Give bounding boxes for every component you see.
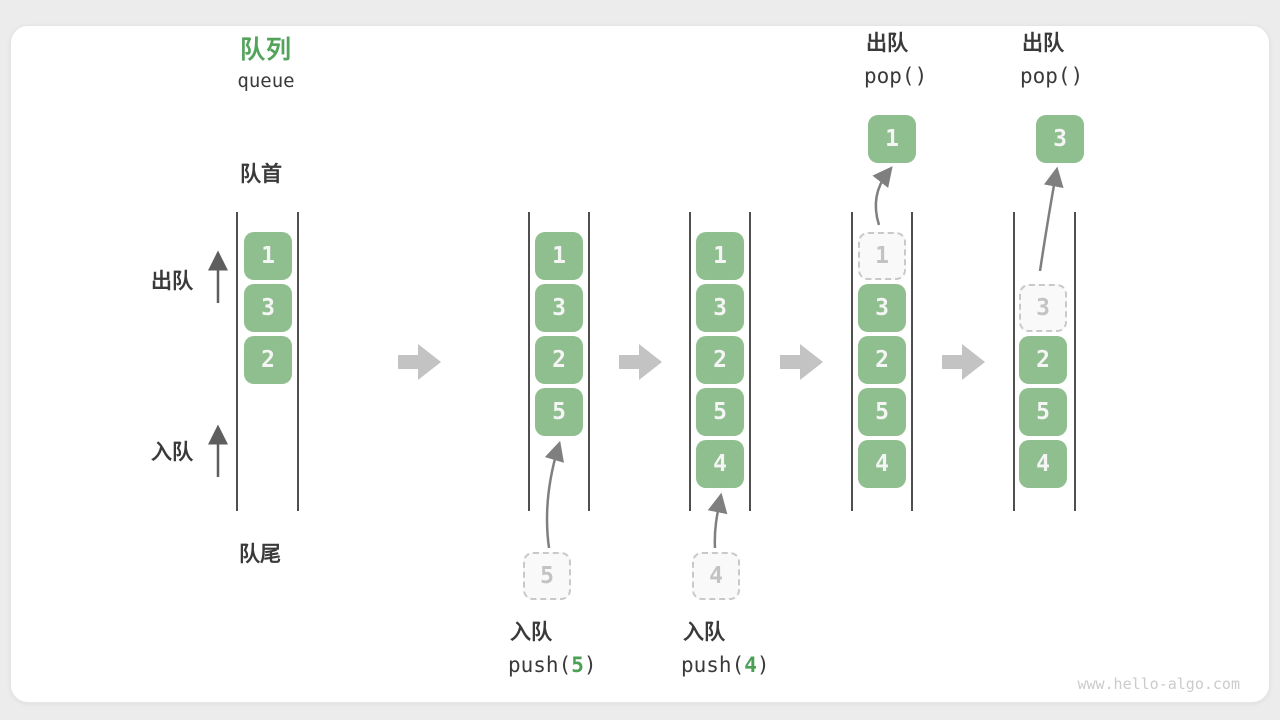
queue-cell: 3 xyxy=(858,284,906,332)
queue-cell: 4 xyxy=(1019,440,1067,488)
queue-cell: 5 xyxy=(1019,388,1067,436)
queue-cell: 2 xyxy=(1019,336,1067,384)
dequeue-op-code: pop() xyxy=(1020,64,1084,88)
queue-cell: 2 xyxy=(244,336,292,384)
queue-cell: 1 xyxy=(696,232,744,280)
popped-ghost-cell: 3 xyxy=(1019,284,1067,332)
queue-wall xyxy=(749,212,751,511)
code-text: ) xyxy=(583,653,597,677)
enqueue-op-label: 入队 xyxy=(510,621,552,644)
queue-wall xyxy=(1074,212,1076,511)
queue-front-label: 队首 xyxy=(240,163,282,186)
queue-cell: 2 xyxy=(696,336,744,384)
dequeue-op-label: 出队 xyxy=(866,32,908,55)
dequeue-op-label: 出队 xyxy=(1022,32,1064,55)
popped-value-cell: 3 xyxy=(1036,115,1084,163)
queue-cell: 3 xyxy=(535,284,583,332)
queue-cell: 4 xyxy=(858,440,906,488)
enqueue-op-code: push(4) xyxy=(681,653,770,677)
queue-cell: 2 xyxy=(858,336,906,384)
dequeue-op-code: pop() xyxy=(864,64,928,88)
queue-cell: 3 xyxy=(696,284,744,332)
figure-title-en: queue xyxy=(237,70,295,92)
enqueue-op-label: 入队 xyxy=(683,621,725,644)
queue-cell: 2 xyxy=(535,336,583,384)
enqueue-op-code: push(5) xyxy=(508,653,597,677)
queue-wall xyxy=(528,212,530,511)
queue-wall xyxy=(1013,212,1015,511)
code-text: ) xyxy=(756,653,770,677)
enqueue-ghost-cell: 4 xyxy=(692,552,740,600)
figure-title-cn: 队列 xyxy=(239,36,292,64)
queue-cell: 5 xyxy=(858,388,906,436)
popped-ghost-cell: 1 xyxy=(858,232,906,280)
code-arg: 4 xyxy=(744,653,757,677)
popped-value-cell: 1 xyxy=(868,115,916,163)
enqueue-direction-label: 入队 xyxy=(151,441,193,464)
queue-wall xyxy=(236,212,238,511)
queue-cell: 1 xyxy=(244,232,292,280)
code-arg: 5 xyxy=(571,653,584,677)
watermark: www.hello-algo.com xyxy=(1077,675,1240,693)
code-text: push( xyxy=(508,653,572,677)
queue-wall xyxy=(911,212,913,511)
queue-wall xyxy=(588,212,590,511)
queue-cell: 4 xyxy=(696,440,744,488)
queue-cell: 5 xyxy=(696,388,744,436)
dequeue-direction-label: 出队 xyxy=(151,270,193,293)
enqueue-ghost-cell: 5 xyxy=(523,552,571,600)
queue-wall xyxy=(851,212,853,511)
queue-wall xyxy=(297,212,299,511)
queue-cell: 1 xyxy=(535,232,583,280)
code-text: push( xyxy=(681,653,745,677)
queue-rear-label: 队尾 xyxy=(239,543,281,566)
queue-cell: 5 xyxy=(535,388,583,436)
queue-wall xyxy=(689,212,691,511)
queue-cell: 3 xyxy=(244,284,292,332)
